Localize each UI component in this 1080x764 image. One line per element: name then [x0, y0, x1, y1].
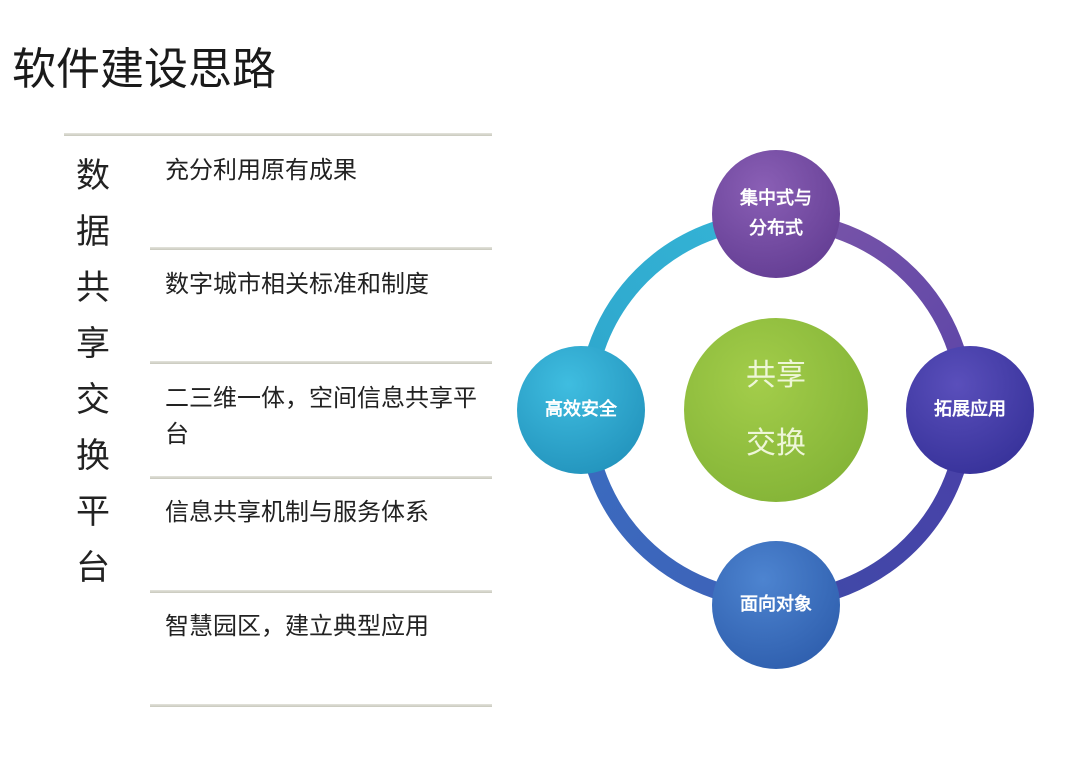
platform-vertical-label: 数 据 共 享 交 换 平 台	[72, 148, 114, 596]
node-text: 分布式	[749, 218, 803, 239]
label-char: 台	[76, 548, 110, 588]
row-text: 数字城市相关标准和制度	[165, 270, 429, 298]
label-char: 交	[76, 380, 110, 420]
page-title: 软件建设思路	[12, 44, 276, 95]
center-text: 交换	[746, 426, 806, 461]
node-text: 集中式与	[740, 188, 812, 209]
node-circle-top	[712, 150, 840, 278]
label-char: 享	[76, 324, 110, 364]
divider	[150, 361, 492, 364]
divider	[64, 133, 492, 136]
row-text: 信息共享机制与服务体系	[165, 498, 429, 526]
node-circle-right	[906, 346, 1034, 474]
divider	[150, 247, 492, 250]
divider	[150, 590, 492, 593]
node-circle-left	[517, 346, 645, 474]
node-bottom-label: 面向对象	[740, 594, 812, 615]
label-char: 共	[76, 268, 110, 308]
row-text: 二三维一体，空间信息共享平台	[165, 384, 477, 448]
row-text: 充分利用原有成果	[165, 156, 357, 184]
divider	[150, 476, 492, 479]
center-label: 共享 交换	[684, 318, 868, 502]
center-circle	[684, 318, 868, 502]
center-text: 共享	[746, 358, 806, 393]
node-circle-bottom	[712, 541, 840, 669]
divider	[150, 704, 492, 707]
row-text: 智慧园区，建立典型应用	[165, 612, 429, 640]
label-char: 换	[76, 436, 110, 476]
node-left-label: 高效安全	[545, 399, 617, 420]
node-right-label: 拓展应用	[934, 399, 1006, 420]
label-char: 据	[76, 212, 110, 252]
node-top-label: 集中式与 分布式	[712, 150, 840, 278]
label-char: 数	[76, 156, 110, 196]
label-char: 平	[76, 492, 110, 532]
